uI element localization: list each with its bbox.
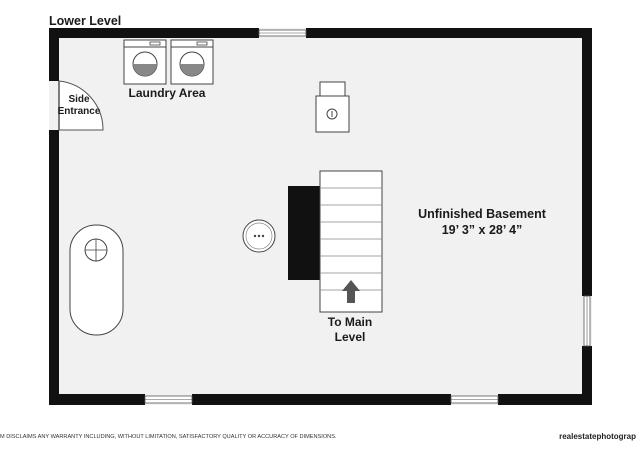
stair-wall — [288, 186, 320, 280]
stair-up-arrow-icon — [342, 280, 360, 303]
level-title: Lower Level — [49, 14, 121, 28]
brand-watermark: realestatephotograp — [559, 432, 636, 441]
sump-pump-icon — [242, 219, 276, 253]
laundry-area-label: Laundry Area — [129, 86, 206, 100]
dryer-icon — [170, 39, 214, 85]
disclaimer-text: M DISCLAIMS ANY WARRANTY INCLUDING, WITH… — [0, 434, 337, 440]
basement-name-label: Unfinished Basement — [418, 207, 547, 221]
side-entrance-label-1: Side — [68, 94, 90, 105]
exterior-walls — [49, 28, 592, 405]
side-entrance-label-2: Entrance — [58, 106, 101, 117]
windows — [144, 29, 591, 404]
stairs-label-1: To Main — [328, 315, 372, 329]
laundry-tub-icon — [69, 224, 124, 336]
washer-icon — [123, 39, 167, 85]
basement-dimensions-label: 19’ 3” x 28’ 4” — [442, 223, 523, 237]
stairs-label-2: Level — [335, 330, 366, 344]
water-heater-icon — [315, 81, 350, 133]
side-entrance-door — [58, 80, 104, 131]
